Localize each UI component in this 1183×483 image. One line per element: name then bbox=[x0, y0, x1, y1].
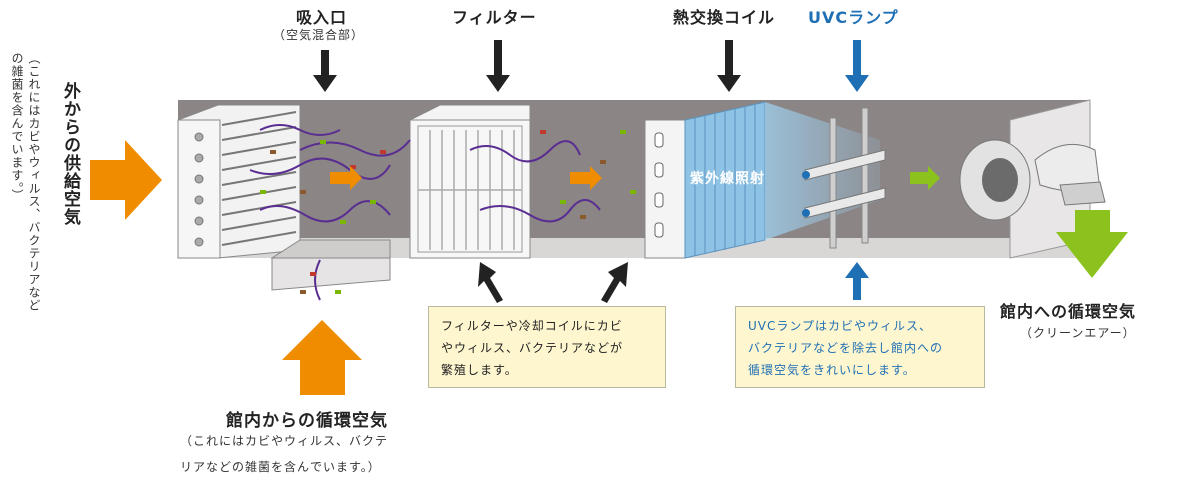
outside-air-arrow bbox=[90, 140, 162, 220]
filter-note-box: フィルターや冷却コイルにカビ やウィルス、バクテリアなどが 繁殖します。 bbox=[428, 306, 666, 388]
uvc-note-line-3: 循環空気をきれいにします。 bbox=[748, 363, 916, 377]
uvc-arrows bbox=[845, 40, 869, 300]
filter-note-line-2: やウィルス、バクテリアなどが bbox=[441, 341, 624, 355]
label-arrows bbox=[313, 40, 741, 303]
return-air-inlet bbox=[270, 239, 391, 291]
return-air-arrow bbox=[282, 320, 362, 395]
flow-arrow-2 bbox=[570, 166, 602, 190]
return-air-label: 館内からの循環空気 bbox=[226, 411, 388, 431]
uvc-note-line-1: UVCランプはカビやウィルス、 bbox=[748, 319, 933, 333]
uvc-lamp-assembly bbox=[802, 107, 886, 249]
filter-note-line-3: 繁殖します。 bbox=[441, 363, 518, 377]
outside-supply-label: 外からの供給空気 bbox=[60, 82, 80, 226]
uv-irradiation-label: 紫外線照射 bbox=[690, 171, 765, 187]
indoor-circulation-label: 館内への循環空気 bbox=[1000, 302, 1137, 321]
return-air-note-2: リアなどの雑菌を含んでいます。） bbox=[180, 460, 381, 474]
intake-louver bbox=[177, 104, 301, 259]
indoor-circulation-sublabel: （クリーンエアー） bbox=[1020, 326, 1136, 340]
uvc-label: UVCランプ bbox=[808, 8, 899, 27]
uvc-note-line-2: バクテリアなどを除去し館内への bbox=[748, 341, 944, 355]
heat-exchange-coil bbox=[644, 101, 766, 259]
flow-arrow-1 bbox=[330, 166, 362, 190]
contaminant-specks bbox=[260, 130, 636, 294]
uvc-note-box: UVCランプはカビやウィルス、 バクテリアなどを除去し館内への 循環空気をきれい… bbox=[735, 306, 985, 388]
filter-note-line-1: フィルターや冷却コイルにカビ bbox=[441, 319, 623, 333]
coil-label: 熱交換コイル bbox=[673, 8, 776, 27]
flow-arrow-3 bbox=[910, 166, 940, 190]
outside-supply-note: （これにはカビやウィルス、バクテリアなどの雑菌を含んでいます。） bbox=[10, 52, 41, 312]
intake-sublabel: （空気混合部） bbox=[273, 28, 365, 42]
filter-unit bbox=[409, 104, 531, 259]
indoor-supply-arrow bbox=[1056, 210, 1128, 278]
duct-body bbox=[178, 100, 1090, 258]
fan-blower bbox=[959, 139, 1106, 221]
return-air-note-1: （これにはカビやウィルス、バクテ bbox=[180, 434, 389, 448]
intake-label: 吸入口 bbox=[296, 8, 348, 27]
filter-label: フィルター bbox=[452, 8, 537, 27]
